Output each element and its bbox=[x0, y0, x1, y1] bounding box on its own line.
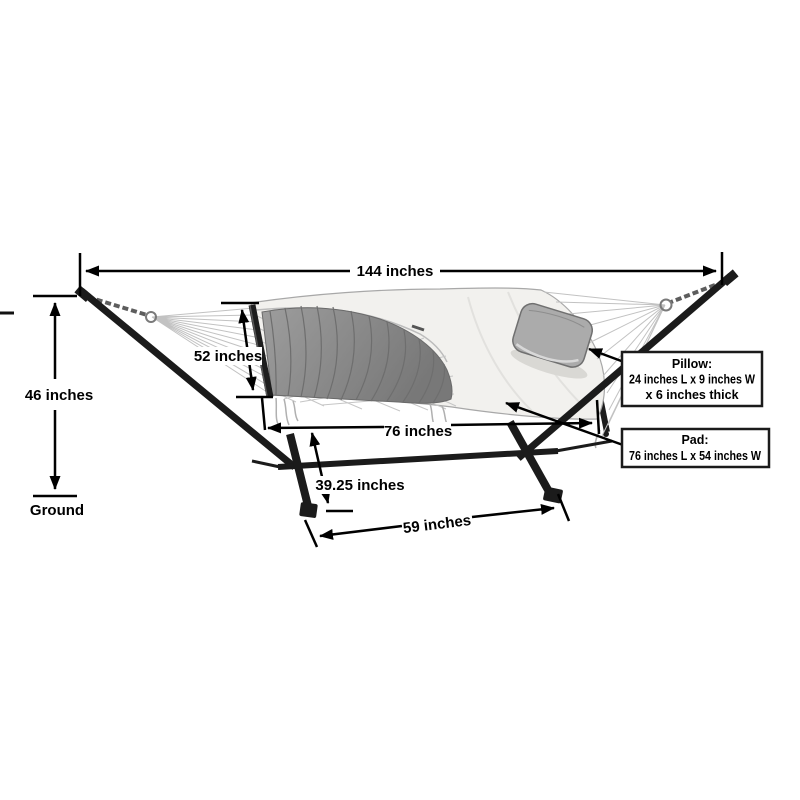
hammock-bed bbox=[151, 287, 666, 449]
rope-tassels bbox=[275, 397, 601, 449]
dim-144-label: 144 inches bbox=[357, 263, 434, 280]
dim-76-label-bg bbox=[385, 422, 451, 440]
dim-bed-height bbox=[309, 432, 353, 513]
dim-59-label-bg bbox=[401, 510, 473, 538]
dim-52-label: 52 inches bbox=[194, 348, 262, 365]
dim-59-line-left bbox=[319, 524, 403, 540]
dimension-lines bbox=[33, 252, 724, 548]
pad-box-title: Pad: bbox=[681, 433, 708, 447]
dim-59-tick-left bbox=[303, 519, 319, 548]
right-spreader-end bbox=[603, 431, 609, 437]
dim-3925-label-bg bbox=[316, 476, 404, 494]
pillow-box-line2: 24 inches L x 9 inches W bbox=[629, 373, 755, 387]
pad-box-frame bbox=[620, 427, 771, 469]
quilt-channel-lines bbox=[269, 305, 446, 404]
bottom-bar-left-end bbox=[251, 459, 281, 469]
pillow-box-frame bbox=[620, 350, 764, 408]
dim-3925-label: 39.25 inches bbox=[315, 477, 404, 494]
pillow-crease bbox=[528, 309, 585, 328]
pad-box-line2: 76 inches L x 54 inches W bbox=[629, 449, 761, 463]
pad-leader-arrow bbox=[505, 401, 624, 447]
left-leg bbox=[286, 433, 313, 511]
pillow-box-title: Pillow: bbox=[672, 357, 712, 371]
dim-52-label-bg bbox=[194, 347, 262, 365]
dim-59-tick-right bbox=[556, 493, 571, 522]
pillow-shadow bbox=[510, 349, 588, 379]
dim-76-label: 76 inches bbox=[384, 423, 452, 440]
pillow-callout-box: Pillow: 24 inches L x 9 inches W x 6 inc… bbox=[620, 350, 764, 408]
dim-76-tick-left bbox=[260, 397, 267, 431]
dim-pad-span bbox=[260, 397, 601, 435]
dim-59-label: 59 inches bbox=[402, 512, 472, 537]
ground-label: Ground bbox=[30, 502, 84, 519]
dim-overall-width bbox=[78, 252, 724, 296]
right-leg bbox=[506, 420, 556, 499]
dim-76-line-left bbox=[267, 422, 385, 434]
dim-46-label: 46 inches bbox=[25, 387, 93, 404]
dim-46-label-bg bbox=[26, 386, 93, 404]
left-pole-cap bbox=[74, 285, 92, 302]
dim-76-tick-right bbox=[595, 399, 601, 435]
dim-stand-height bbox=[33, 294, 77, 498]
dim-base-width bbox=[303, 493, 571, 548]
right-foot bbox=[543, 486, 563, 504]
pillow bbox=[512, 302, 593, 368]
left-ring bbox=[145, 311, 157, 323]
left-foot bbox=[299, 502, 318, 518]
dim-144-label-bg bbox=[352, 262, 439, 280]
dim-59-label-group: 59 inches bbox=[401, 510, 473, 538]
left-pole bbox=[79, 288, 297, 470]
dimension-labels: 144 inches 46 inches 52 inches 76 inches… bbox=[25, 262, 473, 538]
pad-callout-box: Pad: 76 inches L x 54 inches W bbox=[620, 427, 771, 469]
dim-59-line-right bbox=[471, 503, 555, 519]
right-chain bbox=[670, 283, 716, 304]
right-ring bbox=[659, 298, 673, 312]
right-pole-cap bbox=[721, 269, 739, 286]
dim-76-line-right bbox=[449, 417, 593, 429]
pillow-piping bbox=[515, 343, 579, 363]
pillow-box-line3: x 6 inches thick bbox=[645, 388, 738, 402]
bottom-bar-right-end bbox=[555, 439, 613, 453]
pillow-leader-arrow bbox=[588, 347, 625, 364]
